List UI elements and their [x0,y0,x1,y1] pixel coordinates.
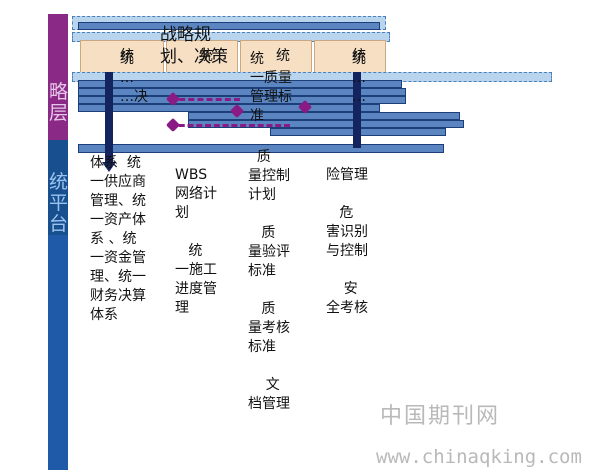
left-strip-strategy [48,14,68,140]
arrow-marker-2 [165,117,181,133]
header-bar-2 [78,22,380,30]
column-header-4: 统 [352,48,366,64]
unified-platform-label: 统 平 台 [49,171,69,235]
middle-bar-3 [78,88,406,96]
column-header-3: 统 [276,48,290,64]
column-1-body: 体系 统 一供应商 管理、统 一资产体 系 、统 一资金管 理、统一 财务决算 … [90,155,146,323]
middle-bar-6 [188,112,460,120]
connector-line-1 [105,72,113,164]
column-header-1: 统 [120,48,134,64]
column-2-body: WBS 网络计 划 统 一施工 进度管 理 [175,167,217,316]
middle-bar-5 [78,104,380,112]
column-4-header-text: 统 … … [352,51,366,105]
dashed-arrow-1 [170,98,240,101]
column-3-body: 质 量控制 计划 质 量验评 标准 质 量考核 标准 文 档管理 [248,149,290,412]
connector-line-2 [353,72,361,148]
left-strip-shade [48,140,68,235]
middle-bar-2 [78,80,402,88]
middle-bar-4 [78,96,406,104]
column-2-header-text: 统 一质量 管理标 准 [250,51,292,124]
connector-arrowhead-1 [102,162,116,172]
column-1-header-text: 统 … …决 [120,51,148,105]
dashed-arrow-2 [170,124,290,127]
watermark-site-name: 中国期刊网 [380,404,501,429]
column-4-body: 险管理 危 害识别 与控制 安 全考核 [326,167,368,316]
middle-bar-9 [78,144,444,153]
strategy-layer-label: 略 层 [49,81,69,124]
watermark-url: www.chinaqking.com [376,446,582,468]
column-header-2: 统 [199,48,213,64]
diagram-title: 战略规 划、决策 [160,25,228,67]
